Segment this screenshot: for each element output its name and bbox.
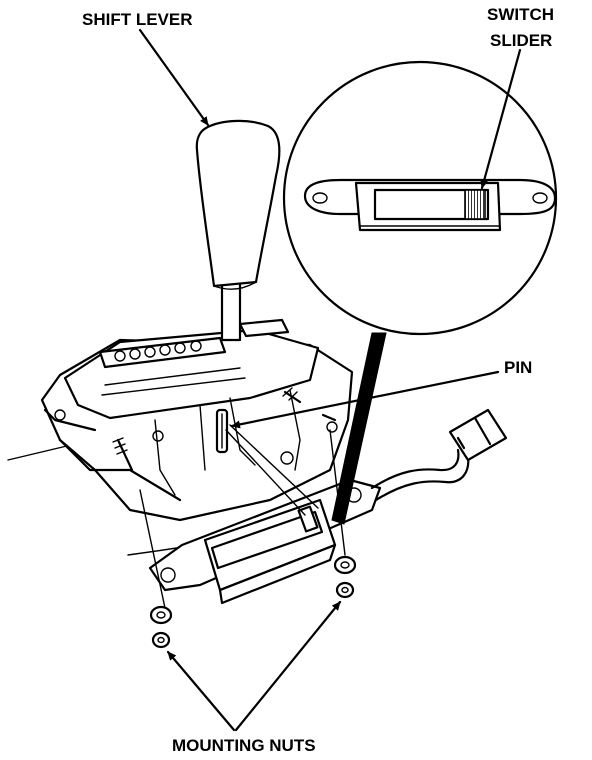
label-shift-lever: SHIFT LEVER <box>82 10 193 29</box>
pin-to-slider-line-2 <box>229 424 319 509</box>
magnified-inset <box>282 60 558 525</box>
connector <box>448 408 508 462</box>
nuts-right <box>333 555 357 599</box>
mounting-studs <box>112 387 337 472</box>
arrow-mounting-nut-left <box>166 650 236 732</box>
shift-console <box>40 318 354 522</box>
arrow-pin <box>230 370 500 429</box>
pin <box>215 408 229 454</box>
wire-harness <box>370 448 470 502</box>
label-switch-slider-line1: SWITCH <box>487 5 554 24</box>
inset-slider <box>464 189 486 220</box>
shift-lever <box>195 119 281 342</box>
switch-mounting-plate <box>148 478 382 605</box>
gear-indicator-window <box>98 336 227 369</box>
arrow-switch-slider <box>480 48 522 190</box>
label-pin: PIN <box>504 358 532 377</box>
pin-to-slider-line-1 <box>225 429 306 516</box>
label-mounting-nuts: MOUNTING NUTS <box>172 736 316 755</box>
arrow-shift-lever <box>138 28 210 127</box>
label-switch-slider-line2: SLIDER <box>490 31 552 50</box>
nuts-left <box>149 605 173 649</box>
stud-line-left <box>139 489 166 609</box>
arrow-mounting-nut-right <box>234 600 342 732</box>
